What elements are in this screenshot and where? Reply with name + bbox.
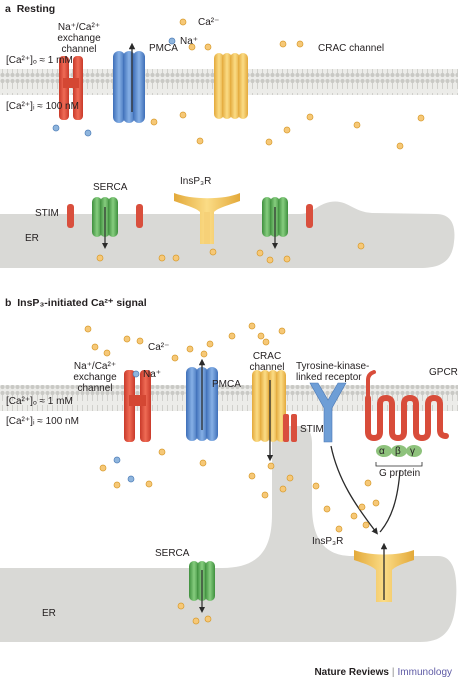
pmca-label: PMCA bbox=[149, 43, 178, 54]
calcium-legend-label: Ca²⁻ bbox=[148, 342, 170, 353]
pmca-pump bbox=[186, 358, 218, 441]
er-label: ER bbox=[25, 233, 39, 244]
g-protein bbox=[375, 445, 423, 467]
stim-protein bbox=[67, 204, 74, 228]
gprotein-gamma-label: γ bbox=[410, 446, 415, 457]
pmca-pump bbox=[113, 42, 145, 123]
na-ca-exchanger bbox=[124, 370, 151, 442]
sodium-ions bbox=[113, 370, 140, 483]
gpcr-receptor bbox=[365, 394, 449, 442]
insp3-receptor bbox=[354, 542, 414, 602]
journal-name: Nature Reviews bbox=[314, 667, 389, 678]
stim-protein bbox=[136, 204, 143, 228]
serca-label: SERCA bbox=[155, 548, 190, 559]
sodium-ions bbox=[52, 37, 176, 137]
sodium-legend-label: Na⁺ bbox=[143, 369, 162, 380]
crac-channel bbox=[214, 53, 248, 119]
crac-label: CRAC channel bbox=[249, 351, 285, 373]
stim-label: STIM bbox=[300, 424, 324, 435]
serca-pump bbox=[92, 197, 118, 249]
gprotein-alpha-label: α bbox=[379, 446, 385, 457]
na-ca-exchanger bbox=[59, 56, 83, 120]
insp3r-label: InsP₃R bbox=[312, 536, 344, 547]
panel-a bbox=[0, 18, 458, 268]
cytosolic-calcium-label: [Ca²⁺]ᵢ ≈ 100 nM bbox=[6, 101, 79, 112]
panel-b-title: b InsP₃-initiated Ca²⁺ signal bbox=[5, 297, 147, 309]
endoplasmic-reticulum bbox=[0, 426, 457, 642]
rtk-label: Tyrosine-kinase- linked receptor bbox=[296, 361, 370, 383]
extracellular-calcium-label: [Ca²⁺]ₒ ≈ 1 mM bbox=[6, 396, 73, 407]
serca-pump bbox=[189, 561, 215, 613]
rtk-signal-arrow bbox=[330, 445, 378, 535]
calcium-legend-label: Ca²⁻ bbox=[198, 17, 220, 28]
stim-protein bbox=[306, 204, 313, 228]
gpcr-signal-arrow bbox=[379, 469, 401, 533]
stim-cluster bbox=[283, 414, 297, 442]
cytosolic-calcium-label: [Ca²⁺]ᵢ ≈ 100 nM bbox=[6, 416, 79, 427]
calcium-ions bbox=[84, 322, 380, 625]
panel-a-title: a Resting bbox=[5, 3, 56, 15]
calcium-ions bbox=[96, 18, 425, 264]
insp3-receptor bbox=[174, 193, 240, 244]
panel-b bbox=[0, 322, 458, 642]
gpcr-label: GPCR bbox=[429, 367, 458, 378]
exchanger-label: Na⁺/Ca²⁺ exchange channel bbox=[73, 361, 117, 394]
crac-channel bbox=[252, 370, 286, 462]
insp3r-label: InsP₃R bbox=[180, 176, 212, 187]
gpcr-tail bbox=[366, 370, 376, 400]
sodium-legend-label: Na⁺ bbox=[180, 36, 199, 47]
journal-section: Immunology bbox=[397, 667, 452, 678]
exchanger-label: Na⁺/Ca²⁺ exchange channel bbox=[57, 22, 101, 55]
journal-credit: Nature Reviews|Immunology bbox=[314, 667, 452, 678]
serca-pump bbox=[262, 197, 288, 249]
crac-label: CRAC channel bbox=[318, 43, 385, 54]
er-label: ER bbox=[42, 608, 56, 619]
stim-label: STIM bbox=[35, 208, 59, 219]
pmca-label: PMCA bbox=[212, 379, 241, 390]
gprotein-label: G protein bbox=[379, 468, 421, 479]
tyrosine-kinase-receptor bbox=[309, 382, 347, 443]
serca-label: SERCA bbox=[93, 182, 128, 193]
gprotein-beta-label: β bbox=[395, 446, 401, 457]
extracellular-calcium-label: [Ca²⁺]ₒ ≈ 1 mM bbox=[6, 55, 73, 66]
